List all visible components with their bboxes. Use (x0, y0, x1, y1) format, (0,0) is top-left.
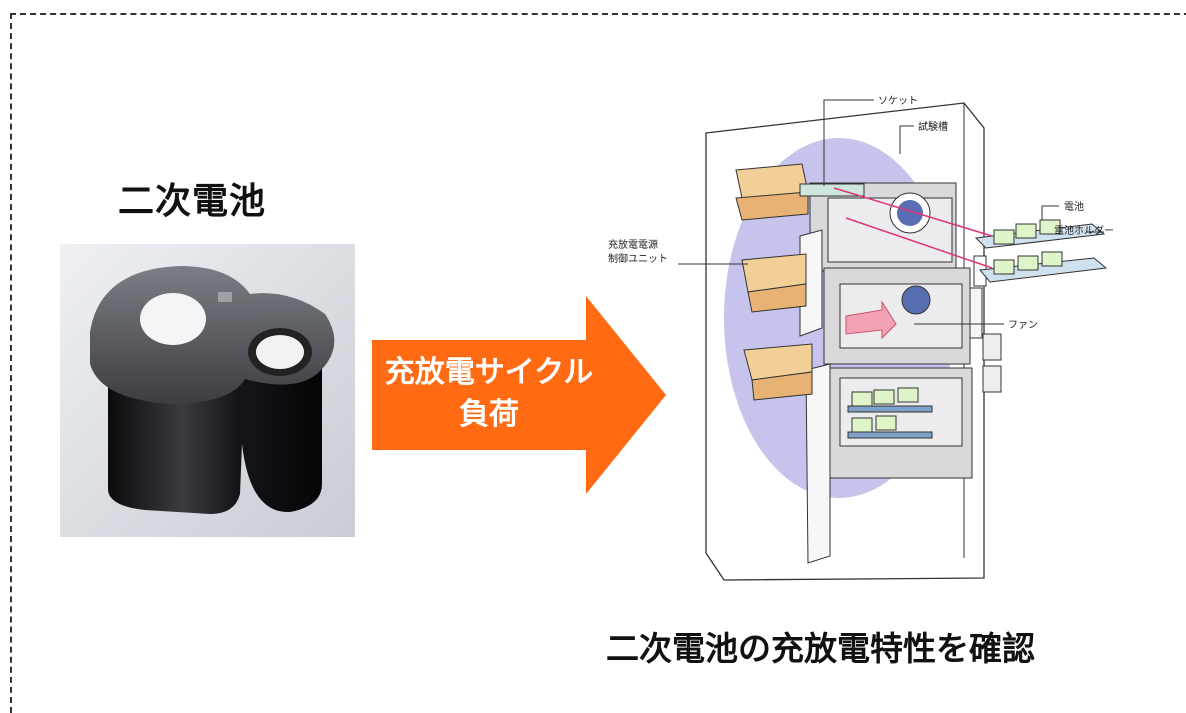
battery-photo (60, 244, 355, 537)
bottom-caption: 二次電池の充放電特性を確認 (606, 629, 1035, 668)
label-control-unit-2: 制御ユニット (608, 252, 668, 265)
arrow-shape (372, 296, 666, 494)
test-chamber-illustration: ソケット 試験槽 電池 電池ホルダー 充放電電源 制御ユニット ファン (608, 95, 1114, 581)
label-test-tank: 試験槽 (918, 120, 948, 133)
label-control-unit-1: 充放電電源 (608, 238, 658, 251)
battery-title: 二次電池 (118, 181, 267, 222)
label-fan: ファン (1008, 320, 1038, 331)
label-battery-holder: 電池ホルダー (1054, 224, 1114, 237)
arrow-label-line1: 充放電サイクル (384, 355, 594, 390)
dashed-frame (10, 13, 1186, 713)
arrow-label-line2: 負荷 (459, 397, 519, 432)
label-socket: ソケット (878, 95, 918, 107)
label-battery: 電池 (1064, 200, 1084, 213)
arrow-label: 充放電サイクル 負荷 (372, 352, 606, 436)
